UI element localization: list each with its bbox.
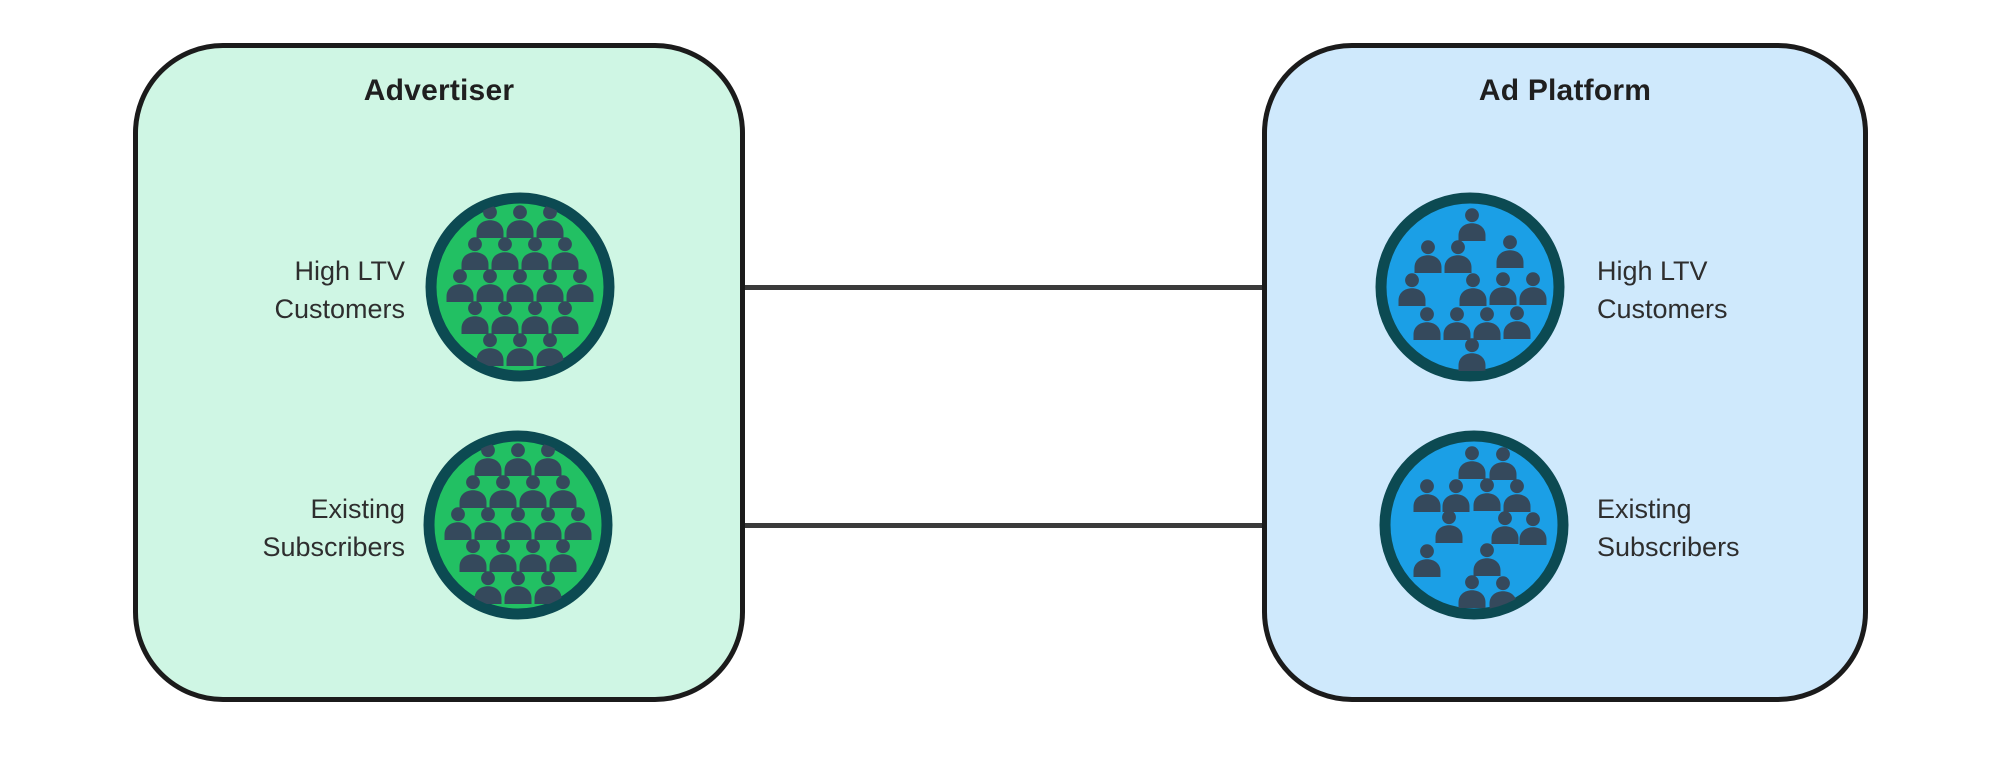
advertiser-high-ltv-crowd-icon: [425, 192, 615, 382]
ad-platform-box: Ad Platform: [1262, 43, 1868, 702]
platform-existing-subscribers-crowd-icon: [1379, 430, 1569, 620]
advertiser-high-ltv-label: High LTV Customers: [274, 256, 405, 324]
advertiser-existing-subscribers-crowd-icon: [423, 430, 613, 620]
platform-existing-subscribers-label: Existing Subscribers: [1597, 494, 1740, 562]
ad-platform-box-title: Ad Platform: [1478, 74, 1652, 107]
platform-high-ltv-crowd-icon: [1375, 192, 1565, 382]
advertiser-existing-subscribers-label: Existing Subscribers: [262, 494, 405, 562]
platform-high-ltv-label: High LTV Customers: [1597, 256, 1728, 324]
advertiser-box-title: Advertiser: [363, 74, 515, 107]
advertiser-box: Advertiser: [133, 43, 745, 702]
